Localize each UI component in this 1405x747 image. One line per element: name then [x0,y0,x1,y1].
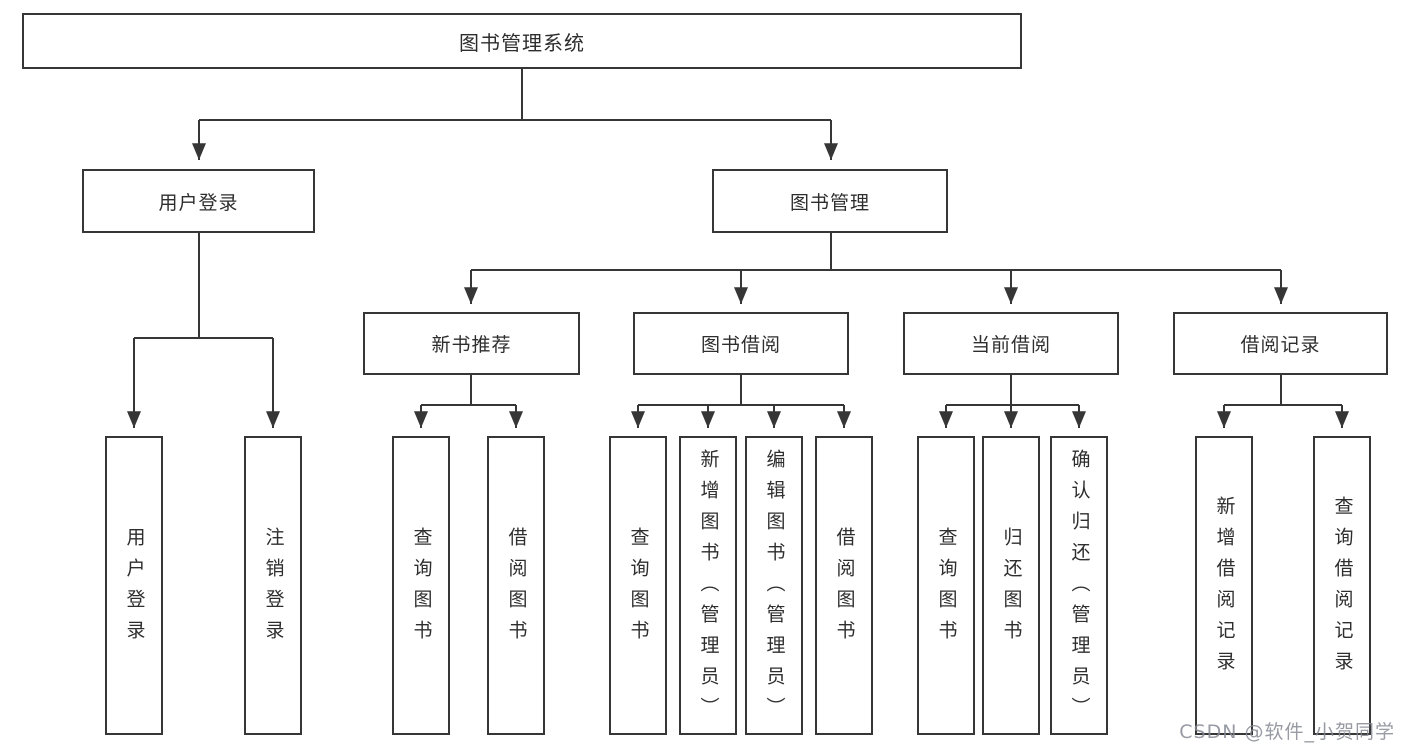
node-current-borrowing: 当前借阅 [903,312,1119,375]
node-book-borrowing: 图书借阅 [633,312,849,375]
node-user-login: 用户登录 [82,169,315,233]
node-borrowing-records: 借阅记录 [1173,312,1388,375]
leaf-return-books: 归还图书 [982,436,1040,735]
leaf-query-books-recommend: 查询图书 [392,436,450,735]
node-new-book-recommend: 新书推荐 [363,312,580,375]
leaf-borrow-books-borrowing: 借阅图书 [815,436,873,735]
leaf-add-borrow-record: 新增借阅记录 [1195,436,1253,735]
leaf-borrow-books-recommend: 借阅图书 [487,436,545,735]
leaf-confirm-return-admin: 确认归还（管理员） [1050,436,1108,735]
leaf-add-books-admin: 新增图书（管理员） [679,436,737,735]
leaf-logout: 注销登录 [244,436,302,735]
csdn-watermark: CSDN @软件_小贺同学 [1179,721,1395,743]
leaf-edit-books-admin: 编辑图书（管理员） [745,436,803,735]
node-root-library-system: 图书管理系统 [22,13,1022,69]
node-book-management: 图书管理 [712,169,948,233]
leaf-query-borrow-record: 查询借阅记录 [1313,436,1371,735]
leaf-query-books-borrowing: 查询图书 [609,436,667,735]
leaf-user-login: 用户登录 [105,436,163,735]
leaf-query-books-current: 查询图书 [917,436,975,735]
